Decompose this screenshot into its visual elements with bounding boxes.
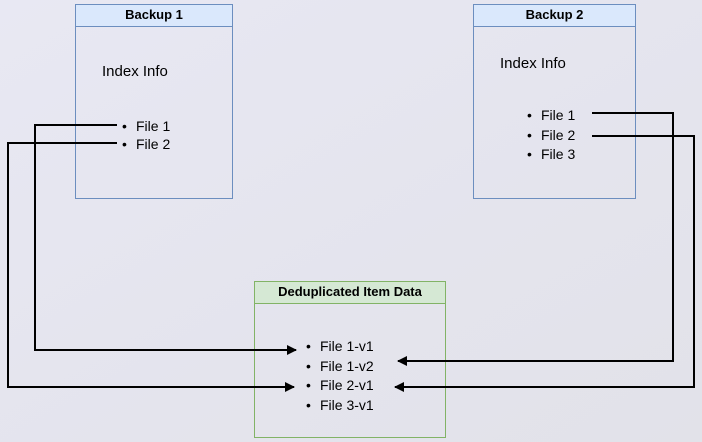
file-item: File 1-v2 <box>306 357 374 377</box>
node-backup2: Backup 2 Index Info File 1File 2File 3 <box>473 4 636 199</box>
file-item: File 2 <box>122 135 170 153</box>
node-backup1-file-list: File 1File 2 <box>122 117 170 153</box>
node-backup1-title: Backup 1 <box>76 5 232 27</box>
file-item: File 2 <box>527 126 575 146</box>
file-item: File 2-v1 <box>306 376 374 396</box>
node-backup2-title: Backup 2 <box>474 5 635 27</box>
file-item: File 3 <box>527 145 575 165</box>
node-dedup: Deduplicated Item Data File 1-v1File 1-v… <box>254 281 446 438</box>
file-item: File 3-v1 <box>306 396 374 416</box>
file-item: File 1 <box>122 117 170 135</box>
file-item: File 1-v1 <box>306 337 374 357</box>
node-backup2-subtitle: Index Info <box>500 55 566 72</box>
node-dedup-title: Deduplicated Item Data <box>255 282 445 304</box>
file-item: File 1 <box>527 106 575 126</box>
node-backup2-file-list: File 1File 2File 3 <box>527 106 575 165</box>
node-backup1: Backup 1 Index Info File 1File 2 <box>75 4 233 199</box>
node-backup1-subtitle: Index Info <box>102 63 168 80</box>
node-dedup-file-list: File 1-v1File 1-v2File 2-v1File 3-v1 <box>306 337 374 415</box>
